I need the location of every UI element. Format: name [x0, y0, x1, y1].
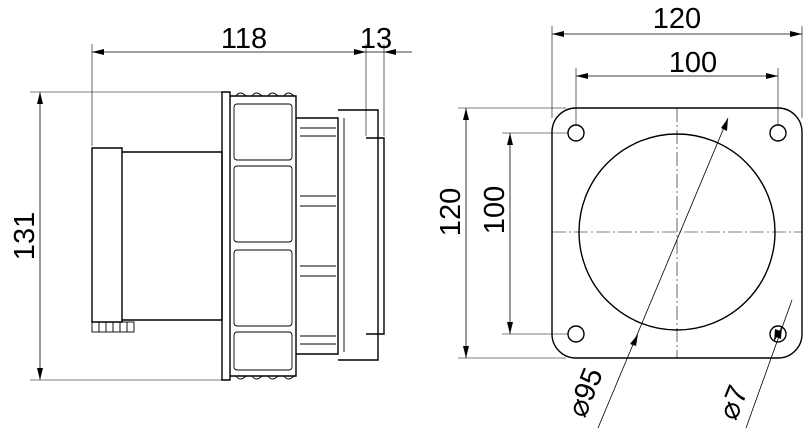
- dimension-label-hole-spacing-v: 100: [479, 186, 511, 234]
- dimension-arrow: [92, 49, 104, 55]
- dimension-arrow: [37, 368, 43, 380]
- dimension-label-hole-spacing-h: 100: [669, 47, 717, 79]
- dimension-arrow: [790, 31, 802, 37]
- dimension-arrow: [576, 73, 588, 79]
- dimension-label-overall-width: 118: [221, 23, 267, 55]
- intermediate-body: [296, 117, 339, 355]
- terminal-pins: [91, 321, 135, 333]
- dimension-label-flange-thickness: 13: [360, 23, 392, 55]
- dimension-label-flange-height: 120: [435, 188, 467, 236]
- dimension-arrow: [721, 118, 728, 131]
- rear-cover: [91, 147, 123, 323]
- dimension-arrow: [37, 92, 43, 104]
- side-view: 118 13 131: [9, 23, 412, 381]
- front-view: 120 100 120 100 ⌀95 ⌀7: [435, 3, 803, 429]
- mounting-flange: [338, 109, 379, 361]
- mounting-hole: [567, 325, 585, 343]
- dimension-arrow: [766, 73, 778, 79]
- dimension-label-flange-width: 120: [653, 3, 701, 35]
- square-flange: [551, 107, 803, 359]
- dimension-arrow: [630, 334, 638, 346]
- dimension-label-body-diameter: ⌀95: [562, 364, 610, 422]
- collar-front-plate: [221, 91, 231, 381]
- ribbed-collar: [230, 95, 297, 377]
- dimension-arrow: [507, 133, 513, 145]
- dimension-arrow: [774, 329, 780, 342]
- intermediate-details: [300, 127, 336, 345]
- mounting-hole: [769, 124, 787, 142]
- main-housing: [122, 151, 223, 321]
- dimension-label-overall-height: 131: [9, 212, 41, 260]
- collar-ribs: [233, 92, 295, 380]
- mounting-hole: [769, 325, 787, 343]
- dimension-label-hole-diameter: ⌀7: [713, 381, 755, 424]
- leader-line-hole-diameter: [745, 299, 793, 429]
- dimension-arrow: [354, 49, 366, 55]
- dimension-arrow: [463, 346, 469, 358]
- front-spigot: [366, 137, 385, 335]
- dimension-arrow: [552, 31, 564, 37]
- dimension-arrow: [384, 49, 396, 55]
- dimension-arrow: [507, 322, 513, 334]
- dimension-arrow: [463, 108, 469, 120]
- leader-line-body-diameter: [597, 117, 729, 429]
- mounting-hole: [567, 124, 585, 142]
